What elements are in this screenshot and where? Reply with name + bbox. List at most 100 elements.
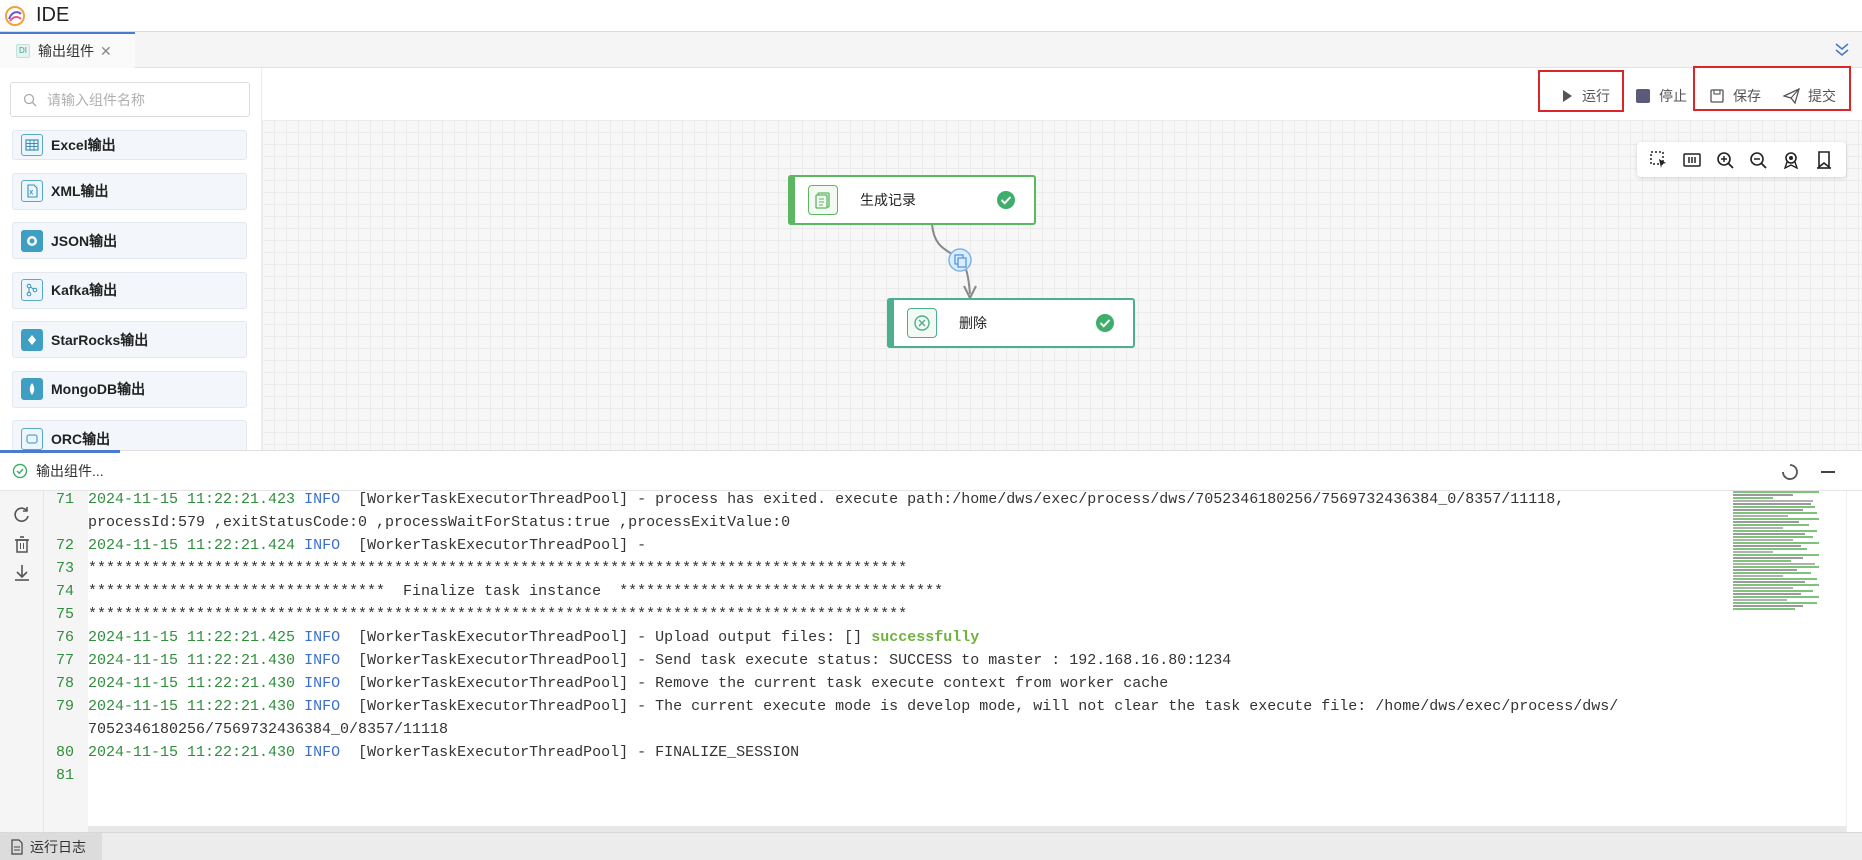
- component-search[interactable]: [10, 82, 250, 117]
- log-message: [WorkerTaskExecutorThreadPool] - Remove …: [349, 675, 1169, 692]
- node-status-bar: [887, 298, 894, 348]
- app-logo-icon: [5, 5, 25, 26]
- component-xml-output[interactable]: X XML输出: [12, 172, 247, 210]
- component-starrocks-output[interactable]: StarRocks输出: [12, 321, 247, 358]
- log-tab[interactable]: 输出组件...: [12, 461, 104, 481]
- log-level: INFO: [304, 537, 341, 554]
- log-message: [WorkerTaskExecutorThreadPool] -: [349, 537, 647, 554]
- log-line: 2024-11-15 11:22:21.425 INFO [WorkerTask…: [88, 629, 979, 646]
- log-horizontal-scrollbar[interactable]: [88, 826, 1846, 832]
- node-label: 生成记录: [860, 192, 916, 208]
- log-level: INFO: [304, 698, 341, 715]
- search-input[interactable]: [47, 91, 237, 108]
- table-icon: [21, 134, 43, 156]
- log-viewer[interactable]: [88, 491, 1728, 832]
- run-log-tab[interactable]: 运行日志: [0, 833, 102, 860]
- log-line: 2024-11-15 11:22:21.430 INFO [WorkerTask…: [88, 652, 1231, 669]
- log-line-continuation: processId:579 ,exitStatusCode:0 ,process…: [88, 514, 791, 531]
- play-icon: [1563, 90, 1572, 102]
- log-timestamp: 2024-11-15 11:22:21.425: [88, 629, 296, 646]
- log-timestamp: 2024-11-15 11:22:21.424: [88, 537, 296, 554]
- log-line-continuation: 7052346180256/7569732436384_0/8357/11118: [88, 721, 449, 738]
- log-line-number: 74: [55, 583, 74, 600]
- kafka-icon: [21, 279, 43, 301]
- locate-icon[interactable]: [1780, 149, 1802, 171]
- node-generate-records[interactable]: 生成记录: [788, 175, 1036, 225]
- log-action-gutter: [0, 491, 44, 832]
- success-check-icon: [1096, 314, 1114, 332]
- node-delete[interactable]: 删除: [887, 298, 1135, 348]
- tab-label: 输出组件: [38, 43, 94, 59]
- zoom-out-icon[interactable]: [1747, 149, 1769, 171]
- log-title: 输出组件...: [36, 463, 104, 479]
- mongodb-icon: [21, 378, 43, 400]
- log-line-number: 76: [55, 629, 74, 646]
- component-sidebar: Excel输出 X XML输出 JSON输出 Kafka输出 StarRocks…: [0, 68, 262, 450]
- send-icon: [1783, 88, 1800, 104]
- svg-text:X: X: [29, 191, 33, 197]
- download-icon[interactable]: [12, 563, 32, 583]
- component-kafka-output[interactable]: Kafka输出: [12, 271, 247, 309]
- tab-output-component[interactable]: DI 输出组件 ✕: [0, 32, 135, 68]
- component-json-output[interactable]: JSON输出: [12, 222, 247, 259]
- log-vertical-scrollbar[interactable]: [1846, 491, 1862, 832]
- submit-button[interactable]: 提交: [1783, 84, 1836, 108]
- trash-icon[interactable]: [12, 535, 32, 555]
- stop-button[interactable]: 停止: [1635, 84, 1687, 108]
- log-line: 2024-11-15 11:22:21.430 INFO [WorkerTask…: [88, 698, 1618, 715]
- success-check-icon: [997, 191, 1015, 209]
- reload-icon[interactable]: [12, 505, 32, 525]
- component-excel-output[interactable]: Excel输出: [12, 130, 247, 160]
- log-line: ********************************* Finali…: [88, 583, 944, 600]
- app-title: IDE: [36, 4, 70, 26]
- log-line: 2024-11-15 11:22:21.430 INFO [WorkerTask…: [88, 744, 799, 761]
- bookmark-icon[interactable]: [1813, 149, 1835, 171]
- log-panel-header: 输出组件...: [0, 450, 1862, 491]
- log-level: INFO: [304, 652, 341, 669]
- log-line: 2024-11-15 11:22:21.424 INFO [WorkerTask…: [88, 537, 646, 554]
- status-bar: 运行日志: [0, 832, 1862, 860]
- log-minimap[interactable]: [1733, 491, 1823, 651]
- stop-icon: [1636, 89, 1650, 103]
- component-label: Excel输出: [51, 137, 116, 153]
- select-tool-icon[interactable]: [1648, 149, 1670, 171]
- starrocks-icon: [21, 328, 43, 351]
- log-timestamp: 2024-11-15 11:22:21.430: [88, 675, 296, 692]
- component-label: MongoDB输出: [51, 381, 146, 397]
- workflow-canvas[interactable]: [262, 120, 1862, 450]
- xml-file-icon: X: [21, 180, 43, 202]
- log-file-icon: [11, 838, 23, 855]
- node-label: 删除: [959, 315, 987, 331]
- fit-view-icon[interactable]: [1681, 149, 1703, 171]
- save-icon: [1710, 89, 1724, 103]
- save-button[interactable]: 保存: [1709, 84, 1761, 108]
- title-bar: IDE: [0, 0, 1862, 32]
- log-line-number: 78: [55, 675, 74, 692]
- log-line-number-column: [44, 491, 88, 832]
- log-line: ****************************************…: [88, 560, 908, 577]
- log-message: [WorkerTaskExecutorThreadPool] - The cur…: [349, 698, 1619, 715]
- log-level: INFO: [304, 675, 341, 692]
- log-message: [WorkerTaskExecutorThreadPool] - Upload …: [349, 629, 872, 646]
- log-line: ****************************************…: [88, 606, 908, 623]
- run-button[interactable]: 运行: [1560, 84, 1610, 108]
- zoom-in-icon[interactable]: [1714, 149, 1736, 171]
- refresh-spinner-icon[interactable]: [1781, 463, 1799, 481]
- orc-icon: [21, 427, 43, 450]
- log-timestamp: 2024-11-15 11:22:21.430: [88, 698, 296, 715]
- component-mongodb-output[interactable]: MongoDB输出: [12, 370, 247, 408]
- log-line: 2024-11-15 11:22:21.423 INFO [WorkerTask…: [88, 491, 1564, 508]
- log-level: INFO: [304, 744, 341, 761]
- log-message: [WorkerTaskExecutorThreadPool] - process…: [349, 491, 1565, 508]
- close-icon[interactable]: ✕: [100, 42, 112, 59]
- log-message: [WorkerTaskExecutorThreadPool] - FINALIZ…: [349, 744, 800, 761]
- log-success-word: successfully: [871, 629, 980, 646]
- minimize-icon[interactable]: [1819, 463, 1837, 481]
- node-status-bar: [788, 175, 795, 225]
- double-chevron-down-icon[interactable]: [1832, 40, 1852, 60]
- json-icon: [21, 229, 43, 252]
- log-line-number: 71: [55, 491, 74, 508]
- component-orc-output[interactable]: ORC输出: [12, 420, 247, 450]
- component-label: JSON输出: [51, 232, 118, 249]
- log-line-number: 75: [55, 606, 74, 623]
